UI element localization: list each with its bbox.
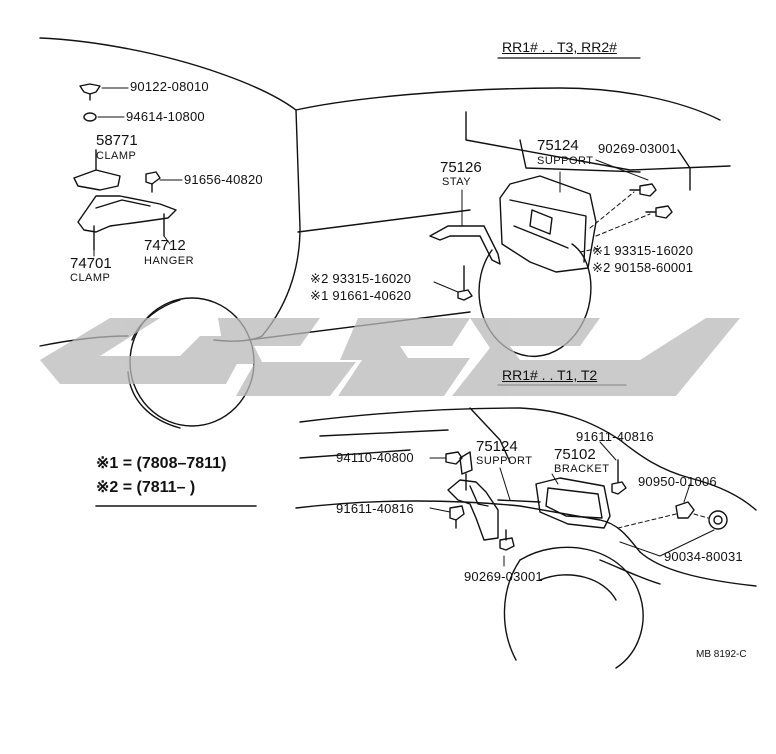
bottom-support-bracket-assembly	[445, 451, 728, 551]
part-number-clamp: 58771	[96, 132, 138, 149]
part-label-stay: STAY	[442, 176, 472, 188]
part-label-clamp: CLAMP	[96, 150, 137, 162]
part-number-support-bottom: 75124	[476, 438, 518, 455]
part-number-stay: 75126	[440, 159, 482, 176]
bottom-vehicle-body	[295, 407, 757, 587]
section-title-top: RR1# . . T3, RR2#	[502, 39, 617, 55]
part-number-support-bolt-top: 90269-03001	[598, 141, 677, 156]
part-number-nut: 94110-40800	[336, 450, 414, 465]
part-number-cushion: 90950-01006	[638, 474, 717, 489]
part-number-clamp-2: 74701	[70, 255, 112, 272]
part-number-hanger: 74712	[144, 237, 186, 254]
part-label-support-bottom: SUPPORT	[476, 455, 533, 467]
top-left-clamp-assembly	[73, 83, 177, 251]
part-number-washer: 94614-10800	[126, 109, 205, 124]
legend-line-2: ※2 = (7811– )	[96, 479, 196, 496]
section-title-bottom: RR1# . . T1, T2	[502, 367, 598, 383]
part-label-support-top: SUPPORT	[537, 155, 594, 167]
part-number-left-screw-2: ※2 93315-16020	[310, 271, 412, 286]
part-label-hanger: HANGER	[144, 255, 195, 267]
leader-lines	[93, 87, 715, 567]
drawing-code: MB 8192-C	[696, 649, 747, 660]
part-number-support-top: 75124	[537, 137, 579, 154]
part-number-screw-2: ※2 90158-60001	[592, 260, 694, 275]
legend-line-1: ※1 = (7808–7811)	[96, 455, 227, 472]
top-support-stay-assembly	[429, 175, 673, 301]
part-number-wing-bolt: 90122-08010	[130, 79, 209, 94]
part-number-screw-1: ※1 93315-16020	[592, 243, 694, 258]
watermark	[40, 318, 740, 396]
part-label-clamp-2: CLAMP	[70, 272, 111, 284]
part-label-bracket: BRACKET	[554, 463, 610, 475]
part-number-bottom-bolt: 90269-03001	[464, 569, 543, 584]
top-spare-tire	[478, 243, 592, 357]
part-number-top-bolt: 91611-40816	[576, 429, 654, 444]
part-number-grommet: 90034-80031	[664, 549, 743, 564]
part-number-bracket: 75102	[554, 446, 596, 463]
part-number-left-bolt: 91611-40816	[336, 501, 414, 516]
part-number-bolt: 91656-40820	[184, 172, 263, 187]
bottom-wheel	[503, 546, 644, 669]
part-number-left-screw-1: ※1 91661-40620	[310, 288, 412, 303]
